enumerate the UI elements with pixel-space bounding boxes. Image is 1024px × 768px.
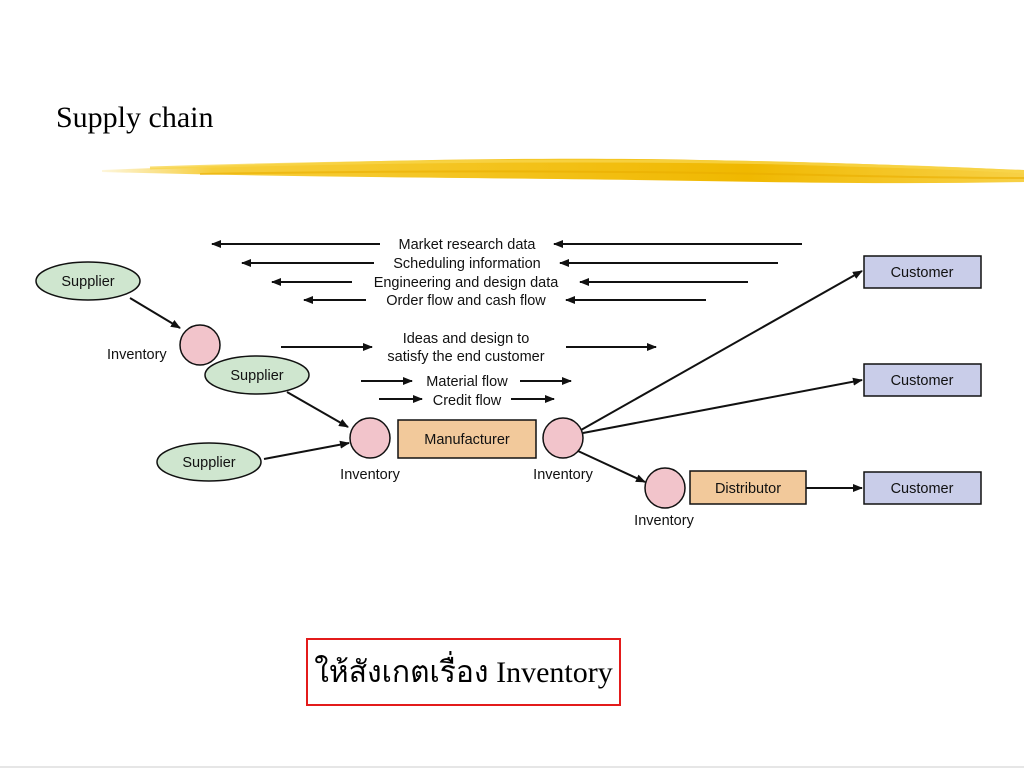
ideas-label-line1: Ideas and design to [403, 331, 530, 347]
inventory-label: Inventory [533, 467, 593, 483]
customer-label: Customer [891, 265, 954, 281]
scheduling-label: Scheduling information [393, 256, 541, 272]
inventory-label: Inventory [634, 513, 694, 529]
customer-node-3: Customer [863, 471, 982, 505]
credit-flow-label: Credit flow [433, 393, 502, 409]
customer-label: Customer [891, 373, 954, 389]
manufacturer-node: Manufacturer [397, 419, 537, 459]
supplier-node-2: Supplier [204, 355, 310, 395]
inventory-note-text: ให้สังเกตเรื่อง Inventory [314, 655, 613, 689]
forward-flow-arrows [281, 343, 657, 403]
inventory-note: ให้สังเกตเรื่อง Inventory [306, 638, 621, 706]
inventory-node-3: Inventory [533, 417, 594, 483]
inventory-label: Inventory [107, 347, 167, 363]
ideas-label-line2: satisfy the end customer [387, 349, 544, 365]
supplier-node-1: Supplier [35, 261, 141, 301]
supplier-label: Supplier [61, 274, 114, 290]
slide-title: Supply chain [56, 101, 214, 134]
info-flow-arrows [211, 240, 802, 304]
inventory-node-2: Inventory [340, 417, 401, 483]
material-flow-label: Material flow [426, 374, 508, 390]
supplier-node-3: Supplier [156, 442, 262, 482]
inventory-node-4: Inventory [634, 467, 695, 529]
order-cash-label: Order flow and cash flow [386, 293, 546, 309]
distributor-label: Distributor [715, 481, 781, 497]
inventory-label: Inventory [340, 467, 400, 483]
distributor-node: Distributor [689, 470, 807, 505]
customer-label: Customer [891, 481, 954, 497]
market-research-label: Market research data [398, 237, 536, 253]
inventory-node-1: Inventory [107, 324, 221, 366]
node-connectors [129, 270, 863, 492]
engineering-label: Engineering and design data [374, 275, 560, 291]
manufacturer-label: Manufacturer [424, 432, 510, 448]
highlighter-stroke [102, 158, 1024, 184]
customer-node-2: Customer [863, 363, 982, 397]
customer-node-1: Customer [863, 255, 982, 289]
supplier-label: Supplier [230, 368, 283, 384]
bottom-divider [0, 766, 1024, 768]
supplier-label: Supplier [182, 455, 235, 471]
